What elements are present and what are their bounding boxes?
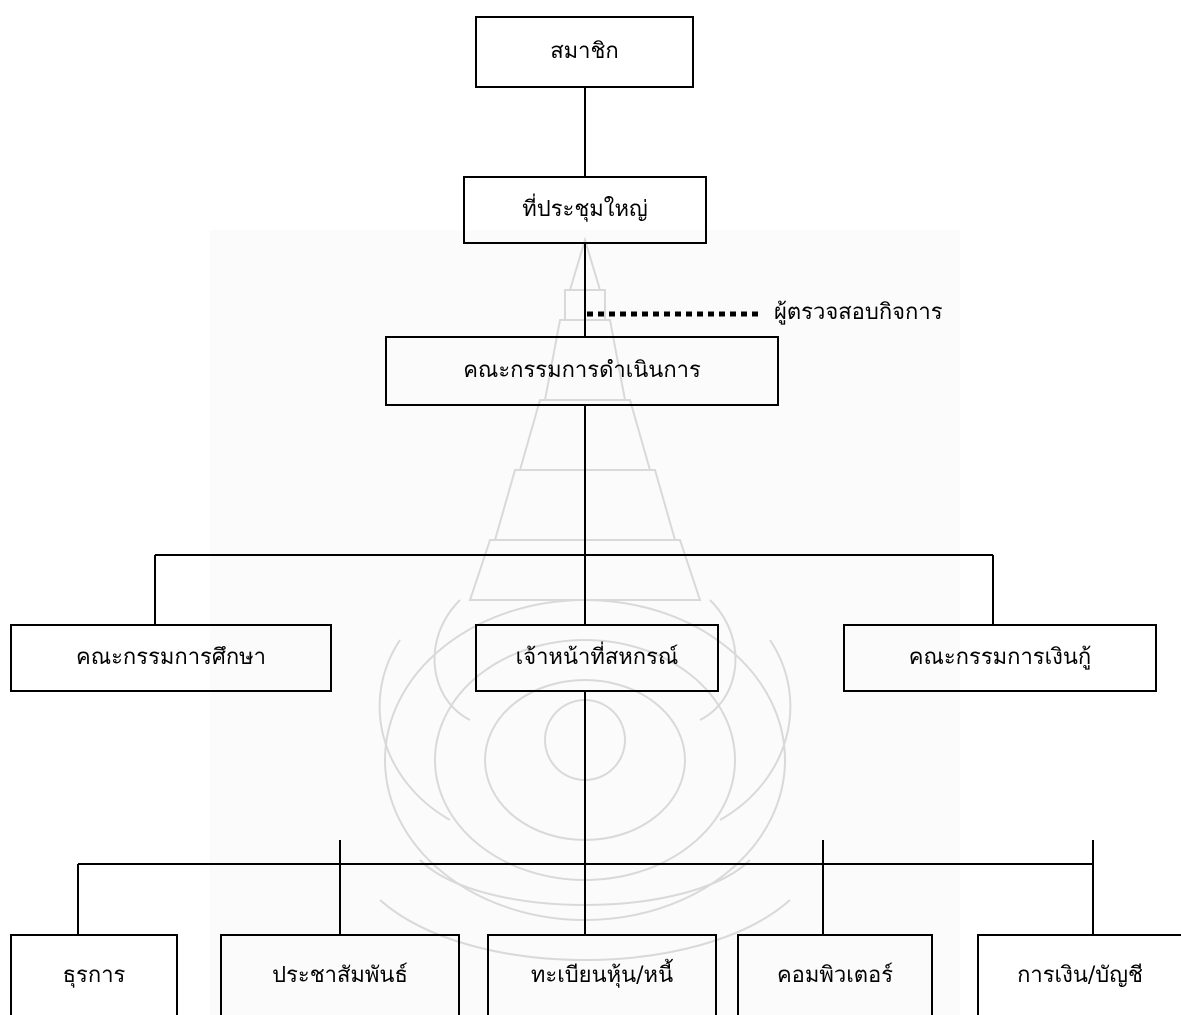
department-box: ธุรการ [10, 934, 178, 1015]
education-committee-label: คณะกรรมการศึกษา [75, 645, 267, 670]
department-label: การเงิน/บัญชี [1017, 962, 1143, 988]
department-label: ทะเบียนหุ้น/หนี้ [530, 962, 674, 988]
department-box: คอมพิวเตอร์ [737, 934, 933, 1015]
department-label: ประชาสัมพันธ์ [272, 962, 408, 988]
general-meeting-box: ที่ประชุมใหญ่ [463, 176, 707, 244]
loan-committee-label: คณะกรรมการเงินกู้ [908, 645, 1092, 670]
members-label: สมาชิก [550, 39, 619, 64]
members-box: สมาชิก [475, 16, 694, 88]
education-committee-box: คณะกรรมการศึกษา [10, 624, 332, 692]
staff-label: เจ้าหน้าที่สหกรณ์ [515, 645, 679, 670]
general-meeting-label: ที่ประชุมใหญ่ [522, 197, 648, 222]
board-label: คณะกรรมการดำเนินการ [463, 358, 701, 383]
auditor-label: ผู้ตรวจสอบกิจการ [774, 300, 943, 325]
loan-committee-box: คณะกรรมการเงินกู้ [843, 624, 1157, 692]
department-label: ธุรการ [62, 962, 126, 988]
department-box: ประชาสัมพันธ์ [220, 934, 460, 1015]
department-box: การเงิน/บัญชี [977, 934, 1181, 1015]
board-box: คณะกรรมการดำเนินการ [385, 336, 779, 406]
department-label: คอมพิวเตอร์ [776, 962, 894, 988]
staff-box: เจ้าหน้าที่สหกรณ์ [475, 624, 719, 692]
department-box: ทะเบียนหุ้น/หนี้ [487, 934, 717, 1015]
